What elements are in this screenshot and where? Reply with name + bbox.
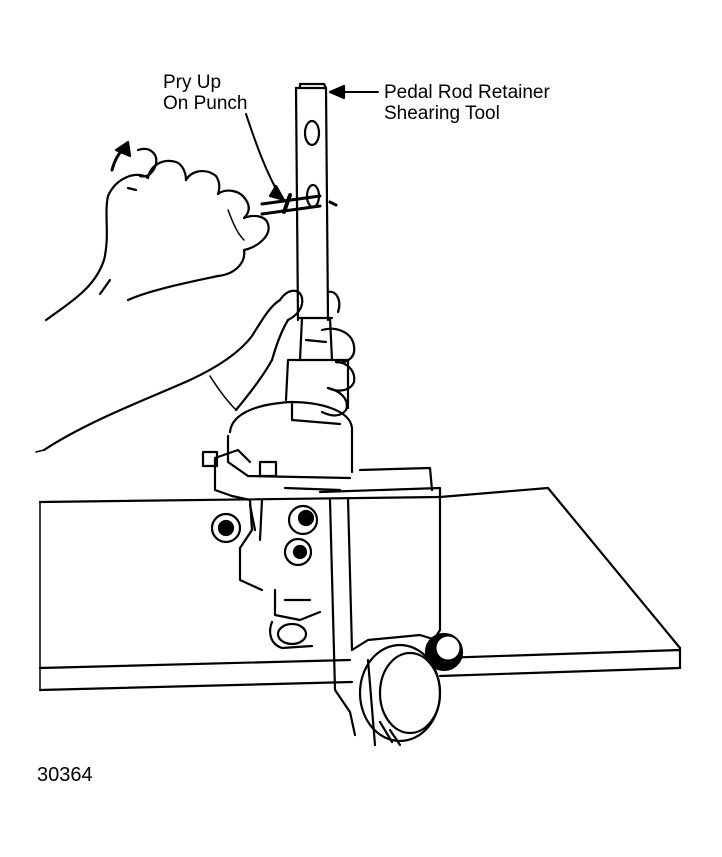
callout-leaders (245, 84, 379, 202)
prying-hand (44, 147, 270, 322)
punch (260, 193, 338, 216)
workbench (38, 486, 682, 692)
brake-booster-body (201, 400, 354, 650)
pry-line-2: On Punch (163, 93, 248, 114)
tool-line-1: Pedal Rod Retainer (384, 82, 550, 103)
figure-number: 30364 (37, 764, 93, 786)
shearing-tool (294, 82, 330, 322)
pry-line-1: Pry Up (163, 72, 222, 93)
bench-vise (318, 466, 464, 747)
holding-hand (35, 289, 356, 453)
rotation-arrow (110, 140, 132, 172)
pry-up-callout: Pry Up On Punch (163, 72, 248, 114)
retainer-collar (284, 316, 350, 426)
tool-line-2: Shearing Tool (384, 103, 500, 124)
tool-callout: Pedal Rod Retainer Shearing Tool (384, 82, 550, 124)
